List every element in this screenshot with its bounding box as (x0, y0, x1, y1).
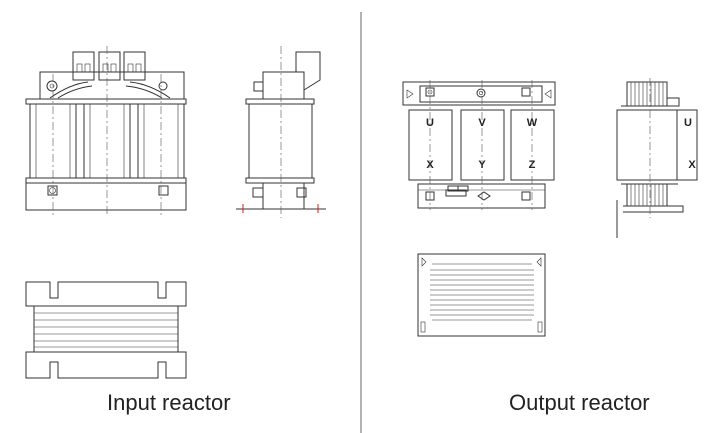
output-reactor-side-view: U X (616, 78, 698, 238)
side-terminal-label-x: X (688, 159, 696, 171)
input-reactor-front-view (25, 46, 187, 216)
output-reactor-front-view: U V W X Y Z (402, 80, 556, 210)
input-reactor-top-view (25, 281, 187, 379)
terminal-label-y: Y (478, 159, 486, 171)
input-reactor-side-view (236, 46, 326, 218)
side-terminal-label-u: U (684, 117, 692, 129)
terminal-label-w: W (527, 117, 538, 129)
input-reactor-caption: Input reactor (107, 390, 231, 415)
output-reactor-caption: Output reactor (509, 390, 650, 415)
terminal-label-v: V (478, 117, 486, 129)
output-reactor-top-view (417, 253, 546, 337)
terminal-label-x: X (426, 159, 434, 171)
